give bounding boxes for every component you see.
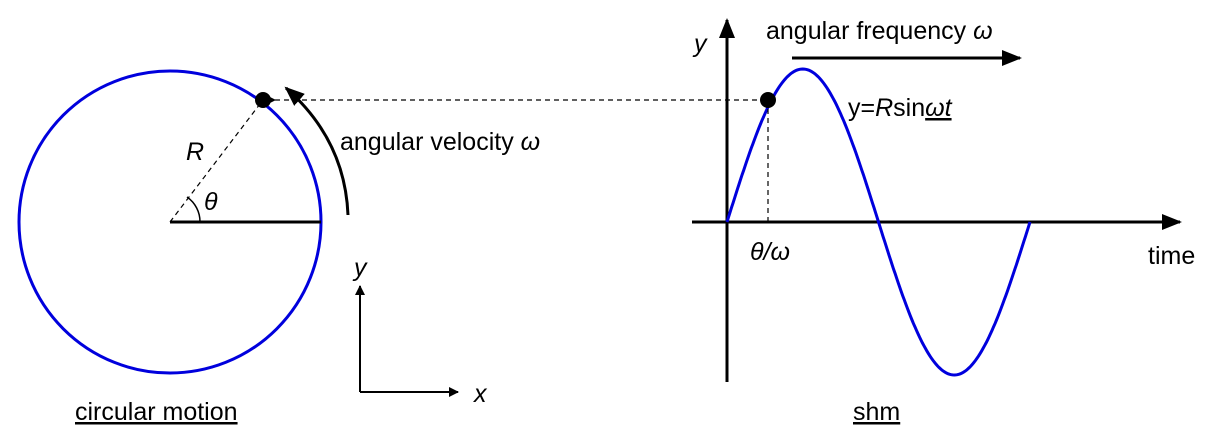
tick-label: θ/ω xyxy=(750,238,790,266)
sine-curve xyxy=(725,67,1032,377)
circle-point xyxy=(255,92,271,108)
shm-equation: y=Rsinωt xyxy=(848,94,953,122)
angular-frequency-label: angular frequency ω xyxy=(766,17,993,45)
angle-label: θ xyxy=(204,188,218,216)
radius-dashed-line xyxy=(169,99,264,223)
angular-velocity-label: angular velocity ω xyxy=(340,128,540,156)
curve-point xyxy=(760,92,776,108)
radius-label: R xyxy=(186,138,204,166)
graph-time-label: time xyxy=(1148,242,1195,270)
small-x-label: x xyxy=(473,380,488,408)
graph-y-label: y xyxy=(692,30,708,58)
angle-arc xyxy=(186,196,201,223)
small-y-label: y xyxy=(352,254,368,282)
shm-caption: shm xyxy=(853,398,900,426)
circular-motion-caption: circular motion xyxy=(75,398,238,426)
angular-velocity-arrow xyxy=(284,86,350,216)
